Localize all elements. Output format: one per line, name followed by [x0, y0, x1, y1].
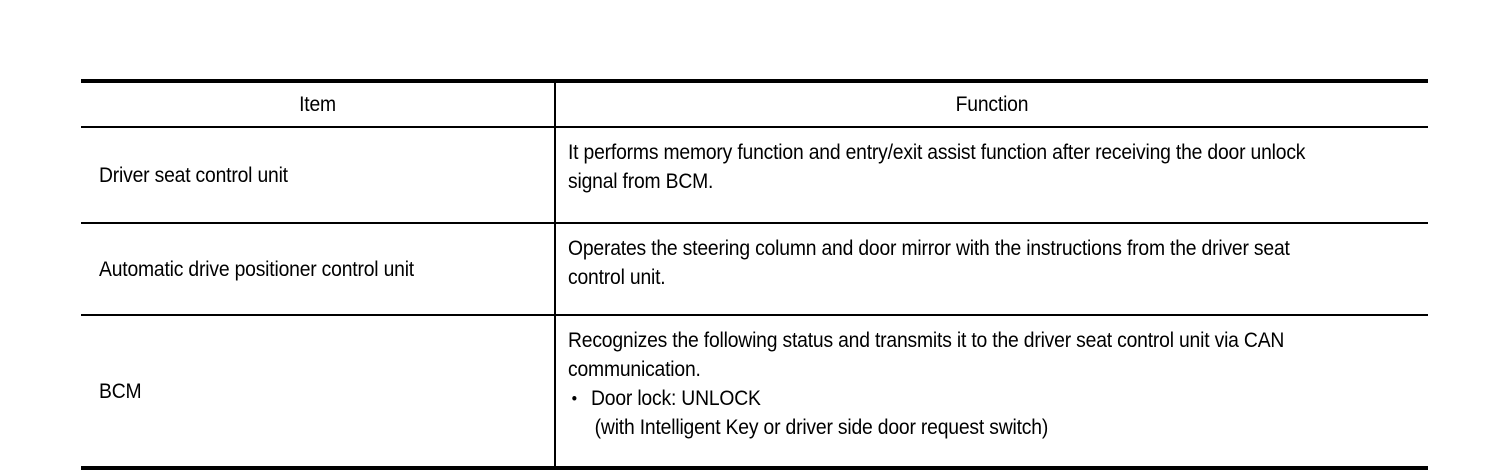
- row-item-label: BCM: [99, 379, 142, 403]
- row-item-cell: BCM: [81, 315, 556, 470]
- row-function-text: It performs memory function and entry/ex…: [568, 141, 1306, 193]
- table-row: Driver seat control unit It performs mem…: [81, 127, 1428, 224]
- table-header: Item Function: [81, 79, 1428, 128]
- bullet-icon: •: [571, 389, 577, 408]
- row-function-intro: Recognizes the following status and tran…: [568, 329, 1285, 381]
- row-function-cell: Operates the steering column and door mi…: [555, 223, 1428, 316]
- table-body: Driver seat control unit It performs mem…: [81, 127, 1428, 470]
- column-header-function: Function: [555, 79, 1428, 128]
- table-row: Automatic drive positioner control unit …: [81, 223, 1428, 316]
- column-header-function-label: Function: [955, 93, 1029, 116]
- row-item-cell: Driver seat control unit: [81, 127, 556, 224]
- row-item-label: Driver seat control unit: [99, 163, 288, 187]
- row-function-cell: Recognizes the following status and tran…: [555, 315, 1428, 470]
- list-item-subline: (with Intelligent Key or driver side doo…: [594, 416, 1049, 439]
- document-page: Item Function Driver seat control unit I…: [81, 79, 1428, 470]
- function-bullet-list: • Door lock: UNLOCK (with Intelligent Ke…: [568, 384, 1414, 442]
- list-item-label: Door lock: UNLOCK: [591, 387, 761, 410]
- table-header-row: Item Function: [81, 79, 1428, 128]
- row-function-cell: It performs memory function and entry/ex…: [555, 127, 1428, 224]
- row-function-text: Operates the steering column and door mi…: [568, 237, 1290, 289]
- table-row: BCM Recognizes the following status and …: [81, 315, 1428, 470]
- row-item-label: Automatic drive positioner control unit: [99, 257, 414, 281]
- list-item: • Door lock: UNLOCK: [568, 384, 1346, 413]
- column-header-item-label: Item: [299, 93, 336, 116]
- item-function-table: Item Function Driver seat control unit I…: [81, 79, 1428, 470]
- column-header-item: Item: [81, 79, 556, 128]
- row-item-cell: Automatic drive positioner control unit: [81, 223, 556, 316]
